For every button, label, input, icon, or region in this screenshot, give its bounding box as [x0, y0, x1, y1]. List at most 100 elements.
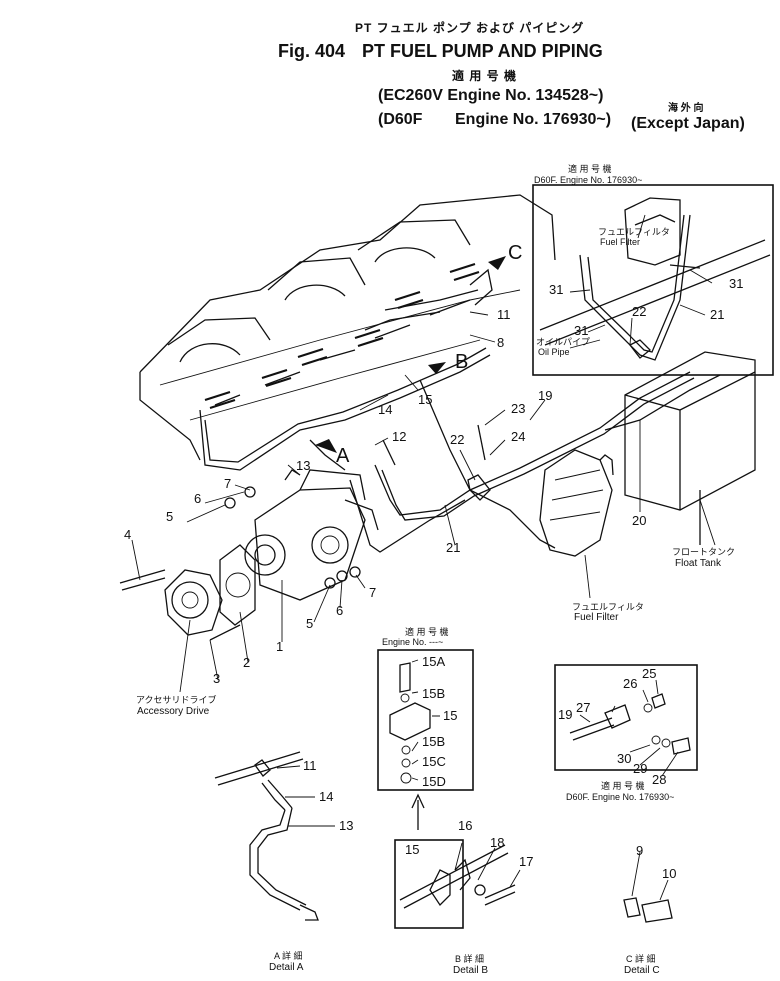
detail-15-callout-15C: 15C — [422, 754, 446, 769]
part-callout-22: 22 — [450, 432, 465, 447]
detail-b-callout-16: 16 — [458, 818, 473, 833]
inset-applicable-en: D60F. Engine No. 176930~ — [534, 175, 643, 185]
part-callout-7a: 7 — [224, 476, 232, 491]
part-callout-15: 15 — [418, 392, 433, 407]
detail-15-callout-15B-2: 15B — [422, 734, 446, 749]
engine-head-outline — [139, 194, 556, 461]
detail-r-box — [554, 664, 698, 771]
detail-r-callout-19: 19 — [558, 707, 573, 722]
float-tank-label-en: Float Tank — [675, 558, 721, 569]
detail-15-arrow — [411, 793, 425, 830]
part-callout-11: 11 — [497, 307, 511, 322]
accessory-drive-shape — [119, 569, 241, 641]
part-callout-8: 8 — [497, 335, 505, 350]
fig-label: Fig. 404 — [278, 41, 346, 61]
detail-b-callout-15: 15 — [405, 842, 420, 857]
title-jp: PT フュエル ポンプ および パイピング — [355, 21, 585, 35]
detail-15-callout-15B-1: 15B — [422, 686, 446, 701]
detail-r-drawing — [569, 679, 691, 777]
applicable-line-2-except: (Except Japan) — [631, 115, 745, 132]
inset-oil-pipe-en: Oil Pipe — [538, 347, 570, 357]
part-callout-13: 13 — [296, 458, 311, 473]
detail-b-callout-18: 18 — [490, 835, 505, 850]
detail-a-callout-14: 14 — [319, 789, 334, 804]
main-fuel-piping — [309, 371, 721, 553]
leader-lines — [131, 311, 716, 693]
view-arrows — [315, 256, 506, 453]
detail-15-callout-15D: 15D — [422, 774, 446, 789]
detail-b-box — [394, 839, 464, 929]
inset-callout-31a: 31 — [549, 282, 564, 297]
detail-r-callout-29: 29 — [633, 761, 648, 776]
part-callout-5b: 5 — [306, 616, 314, 631]
detail-c-callout-10: 10 — [662, 866, 677, 881]
detail-c-caption-en: Detail C — [624, 965, 660, 976]
title-en: PT FUEL PUMP AND PIPING — [362, 41, 603, 61]
gasket-shape — [219, 544, 256, 626]
clamp-22-shape — [467, 474, 491, 501]
view-b-label: B — [455, 351, 469, 373]
part-callout-23: 23 — [511, 401, 526, 416]
detail-b-callout-17: 17 — [519, 854, 534, 869]
detail-b-drawing — [399, 842, 521, 909]
applicable-jp: 適 用 号 機 — [452, 69, 518, 83]
part-callout-21: 21 — [446, 540, 461, 555]
part-callout-2: 2 — [243, 655, 251, 670]
float-tank-shape — [624, 351, 756, 545]
inset-callout-31c: 31 — [574, 323, 589, 338]
part-callout-6b: 6 — [336, 603, 344, 618]
inset-callout-21: 21 — [710, 307, 725, 322]
fuel-pump-body — [244, 469, 379, 601]
inset-fuel-filter-en: Fuel Filter — [600, 237, 641, 247]
detail-r-callout-25: 25 — [642, 666, 657, 681]
detail-15-applicable-jp: 適 用 号 機 — [405, 627, 449, 637]
overseas-jp: 海 外 向 — [668, 103, 704, 114]
fuel-filter-label-jp: フュエルフィルタ — [572, 602, 644, 612]
detail-r-callout-30: 30 — [617, 751, 632, 766]
part-callout-6a: 6 — [194, 491, 202, 506]
detail-15-callout-15A: 15A — [422, 654, 446, 669]
float-tank-label-jp: フロートタンク — [672, 547, 736, 557]
applicable-line-1: (EC260V Engine No. 134528~) — [378, 87, 604, 104]
detail-r-applicable-en: D60F. Engine No. 176930~ — [566, 792, 675, 802]
view-c-label: C — [508, 242, 523, 264]
part-callout-1: 1 — [276, 639, 284, 654]
part-callout-14: 14 — [378, 402, 393, 417]
part-callout-5a: 5 — [166, 509, 174, 524]
detail-a-drawing — [214, 751, 335, 921]
inset-drawing — [539, 197, 771, 361]
inset-callout-31b: 31 — [729, 276, 744, 291]
fuel-filter-label-en: Fuel Filter — [574, 612, 619, 623]
detail-a-caption-jp: A 詳 細 — [274, 951, 303, 961]
part-callout-24: 24 — [511, 429, 526, 444]
detail-r-callout-27: 27 — [576, 700, 591, 715]
detail-15-drawing — [389, 659, 440, 784]
detail-b-caption-jp: B 詳 細 — [455, 954, 485, 964]
applicable-line-2-model: (D60F — [378, 111, 423, 128]
detail-b-caption-en: Detail B — [453, 965, 489, 976]
injector-lines — [199, 268, 493, 471]
part-callout-20: 20 — [632, 513, 647, 528]
applicable-line-2-engine: Engine No. 176930~) — [455, 111, 612, 128]
washer-nut-shapes — [224, 486, 361, 589]
detail-a-callout-13: 13 — [339, 818, 354, 833]
part-callout-3: 3 — [213, 671, 221, 686]
detail-c-drawing — [623, 851, 673, 923]
part-callout-7b: 7 — [369, 585, 377, 600]
detail-c-caption-jp: C 詳 細 — [626, 954, 656, 964]
detail-c-callout-9: 9 — [636, 843, 644, 858]
part-callout-12: 12 — [392, 429, 407, 444]
inset-fuel-filter-jp: フュエルフィルタ — [598, 227, 670, 237]
inset-box — [532, 184, 774, 376]
inset-oil-pipe-jp: オイルパイプ — [536, 337, 591, 347]
detail-15-callout-15: 15 — [443, 708, 458, 723]
inset-applicable-jp: 適 用 号 機 — [568, 164, 612, 174]
detail-a-callout-11: 11 — [303, 758, 317, 773]
detail-a-caption-en: Detail A — [269, 962, 304, 973]
detail-15-applicable-en: Engine No. ---~ — [382, 637, 444, 647]
detail-15-box — [377, 649, 474, 791]
inset-callout-22: 22 — [632, 304, 647, 319]
injector-cluster — [204, 262, 480, 410]
part-callout-4: 4 — [124, 527, 132, 542]
